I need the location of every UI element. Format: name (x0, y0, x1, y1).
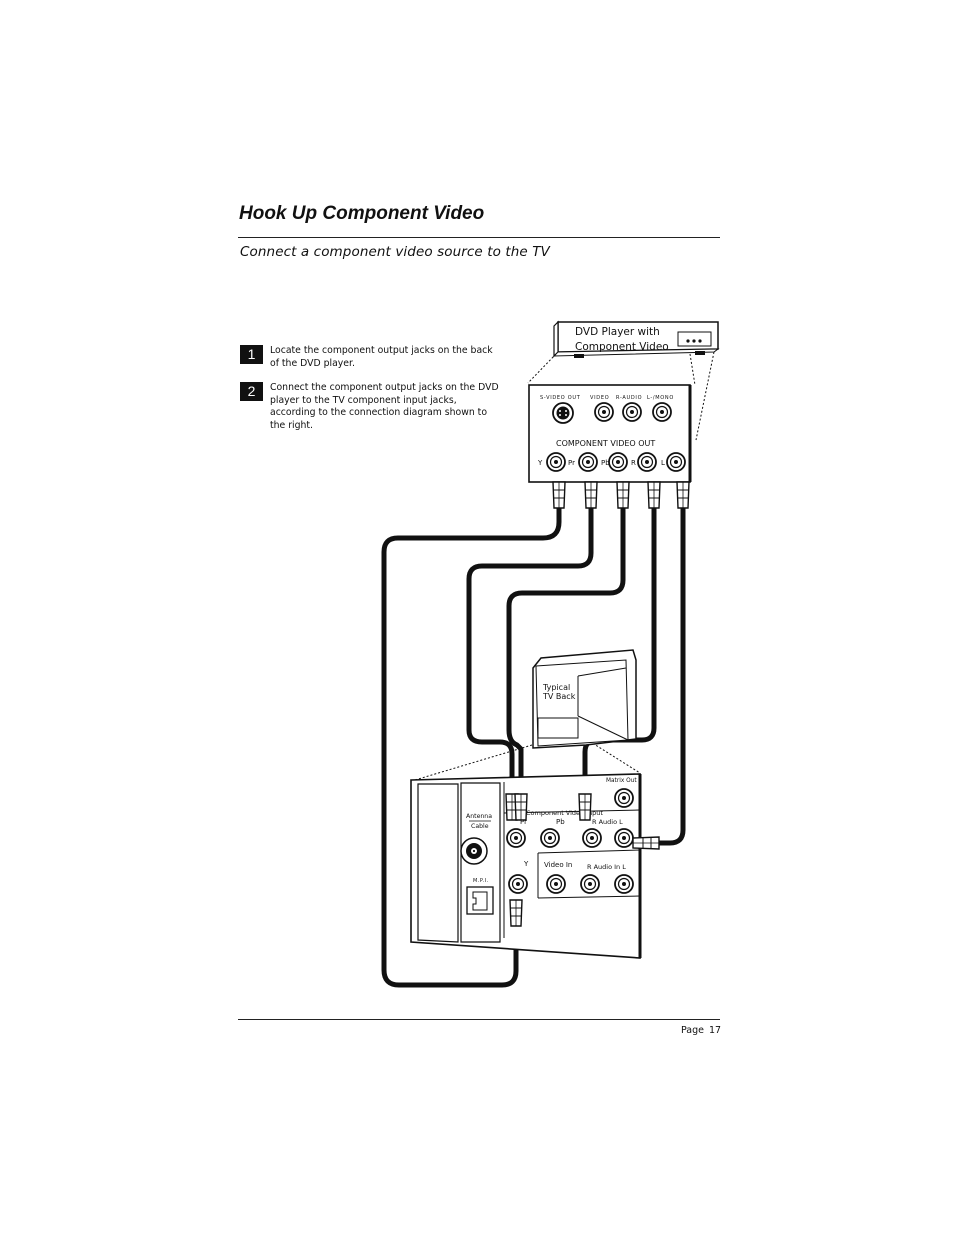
dvd-label-line1: DVD Player with (575, 326, 660, 338)
tv-l-audio-jack (614, 828, 634, 848)
tv-video-in-jack (546, 874, 566, 894)
step-number: 2 (240, 382, 263, 401)
r-audio-in-l-label: R Audio In L (587, 863, 626, 871)
typical-tv: Typical TV Back (532, 649, 637, 749)
tv-pb-jack (540, 828, 560, 848)
tv-pr-label: Pr (520, 818, 527, 826)
matrix-out-label: Matrix Out (606, 778, 637, 784)
dvd-back-panel: S-VIDEO OUT VIDEO R-AUDIO L-/MONO COMPON… (528, 384, 692, 483)
video-label: VIDEO (590, 395, 609, 401)
dvd-cable-plugs (552, 481, 690, 509)
dvd-player: DVD Player with Component Video (552, 320, 720, 358)
page-footer: Page 17 (681, 1025, 721, 1036)
video-out-jack (594, 402, 614, 422)
svideo-out-label: S-VIDEO OUT (540, 395, 581, 401)
step-text: Locate the component output jacks on the… (270, 345, 493, 369)
footer-label: Page (681, 1025, 704, 1036)
r-audio-label: R-AUDIO (616, 395, 642, 401)
r-audio-l-label: R Audio L (592, 818, 623, 826)
mpi-label: M.P.I. (473, 878, 489, 884)
step-number: 1 (240, 345, 263, 364)
dvd-l-jack (666, 452, 686, 472)
tv-label-line1: Typical (542, 683, 570, 692)
tv-l-audio-in-jack (614, 874, 634, 894)
tv-pb-label: Pb (556, 818, 565, 826)
r-audio-out-jack (622, 402, 642, 422)
antenna-connector (460, 837, 488, 865)
footer-rule (238, 1019, 720, 1020)
step-text: Connect the component output jacks on th… (270, 382, 499, 431)
dvd-r-label: R (631, 459, 636, 467)
page-title: Hook Up Component Video (239, 203, 485, 224)
tv-r-audio-jack (582, 828, 602, 848)
cable-label: Cable (471, 823, 489, 830)
matrix-out-jack (614, 788, 634, 808)
svideo-jack (552, 402, 574, 424)
tv-r-audio-in-jack (580, 874, 600, 894)
title-rule (238, 237, 720, 238)
dvd-l-label: L (661, 459, 665, 467)
page-subtitle: Connect a component video source to the … (240, 244, 550, 260)
dvd-label-line2: Component Video (575, 341, 669, 353)
antenna-label: Antenna (466, 813, 492, 820)
dvd-pr-label: Pr (568, 459, 575, 467)
dvd-pb-jack (608, 452, 628, 472)
l-audio-out-jack (652, 402, 672, 422)
mpi-port (466, 886, 494, 915)
tv-pr-jack (506, 828, 526, 848)
l-mono-label: L-/MONO (647, 395, 674, 401)
tv-label-line2: TV Back (542, 692, 576, 701)
component-video-input-label: Component Video Input (526, 809, 603, 817)
tv-y-label: Y (523, 860, 529, 868)
component-video-out-label: COMPONENT VIDEO OUT (556, 439, 655, 448)
page-number: 17 (709, 1025, 722, 1036)
dvd-pr-jack (578, 452, 598, 472)
dvd-y-jack (546, 452, 566, 472)
video-in-label: Video In (544, 861, 572, 869)
dvd-pb-label: Pb (601, 459, 610, 467)
dvd-y-label: Y (537, 459, 543, 467)
tv-y-jack (508, 874, 528, 894)
dvd-r-jack (637, 452, 657, 472)
